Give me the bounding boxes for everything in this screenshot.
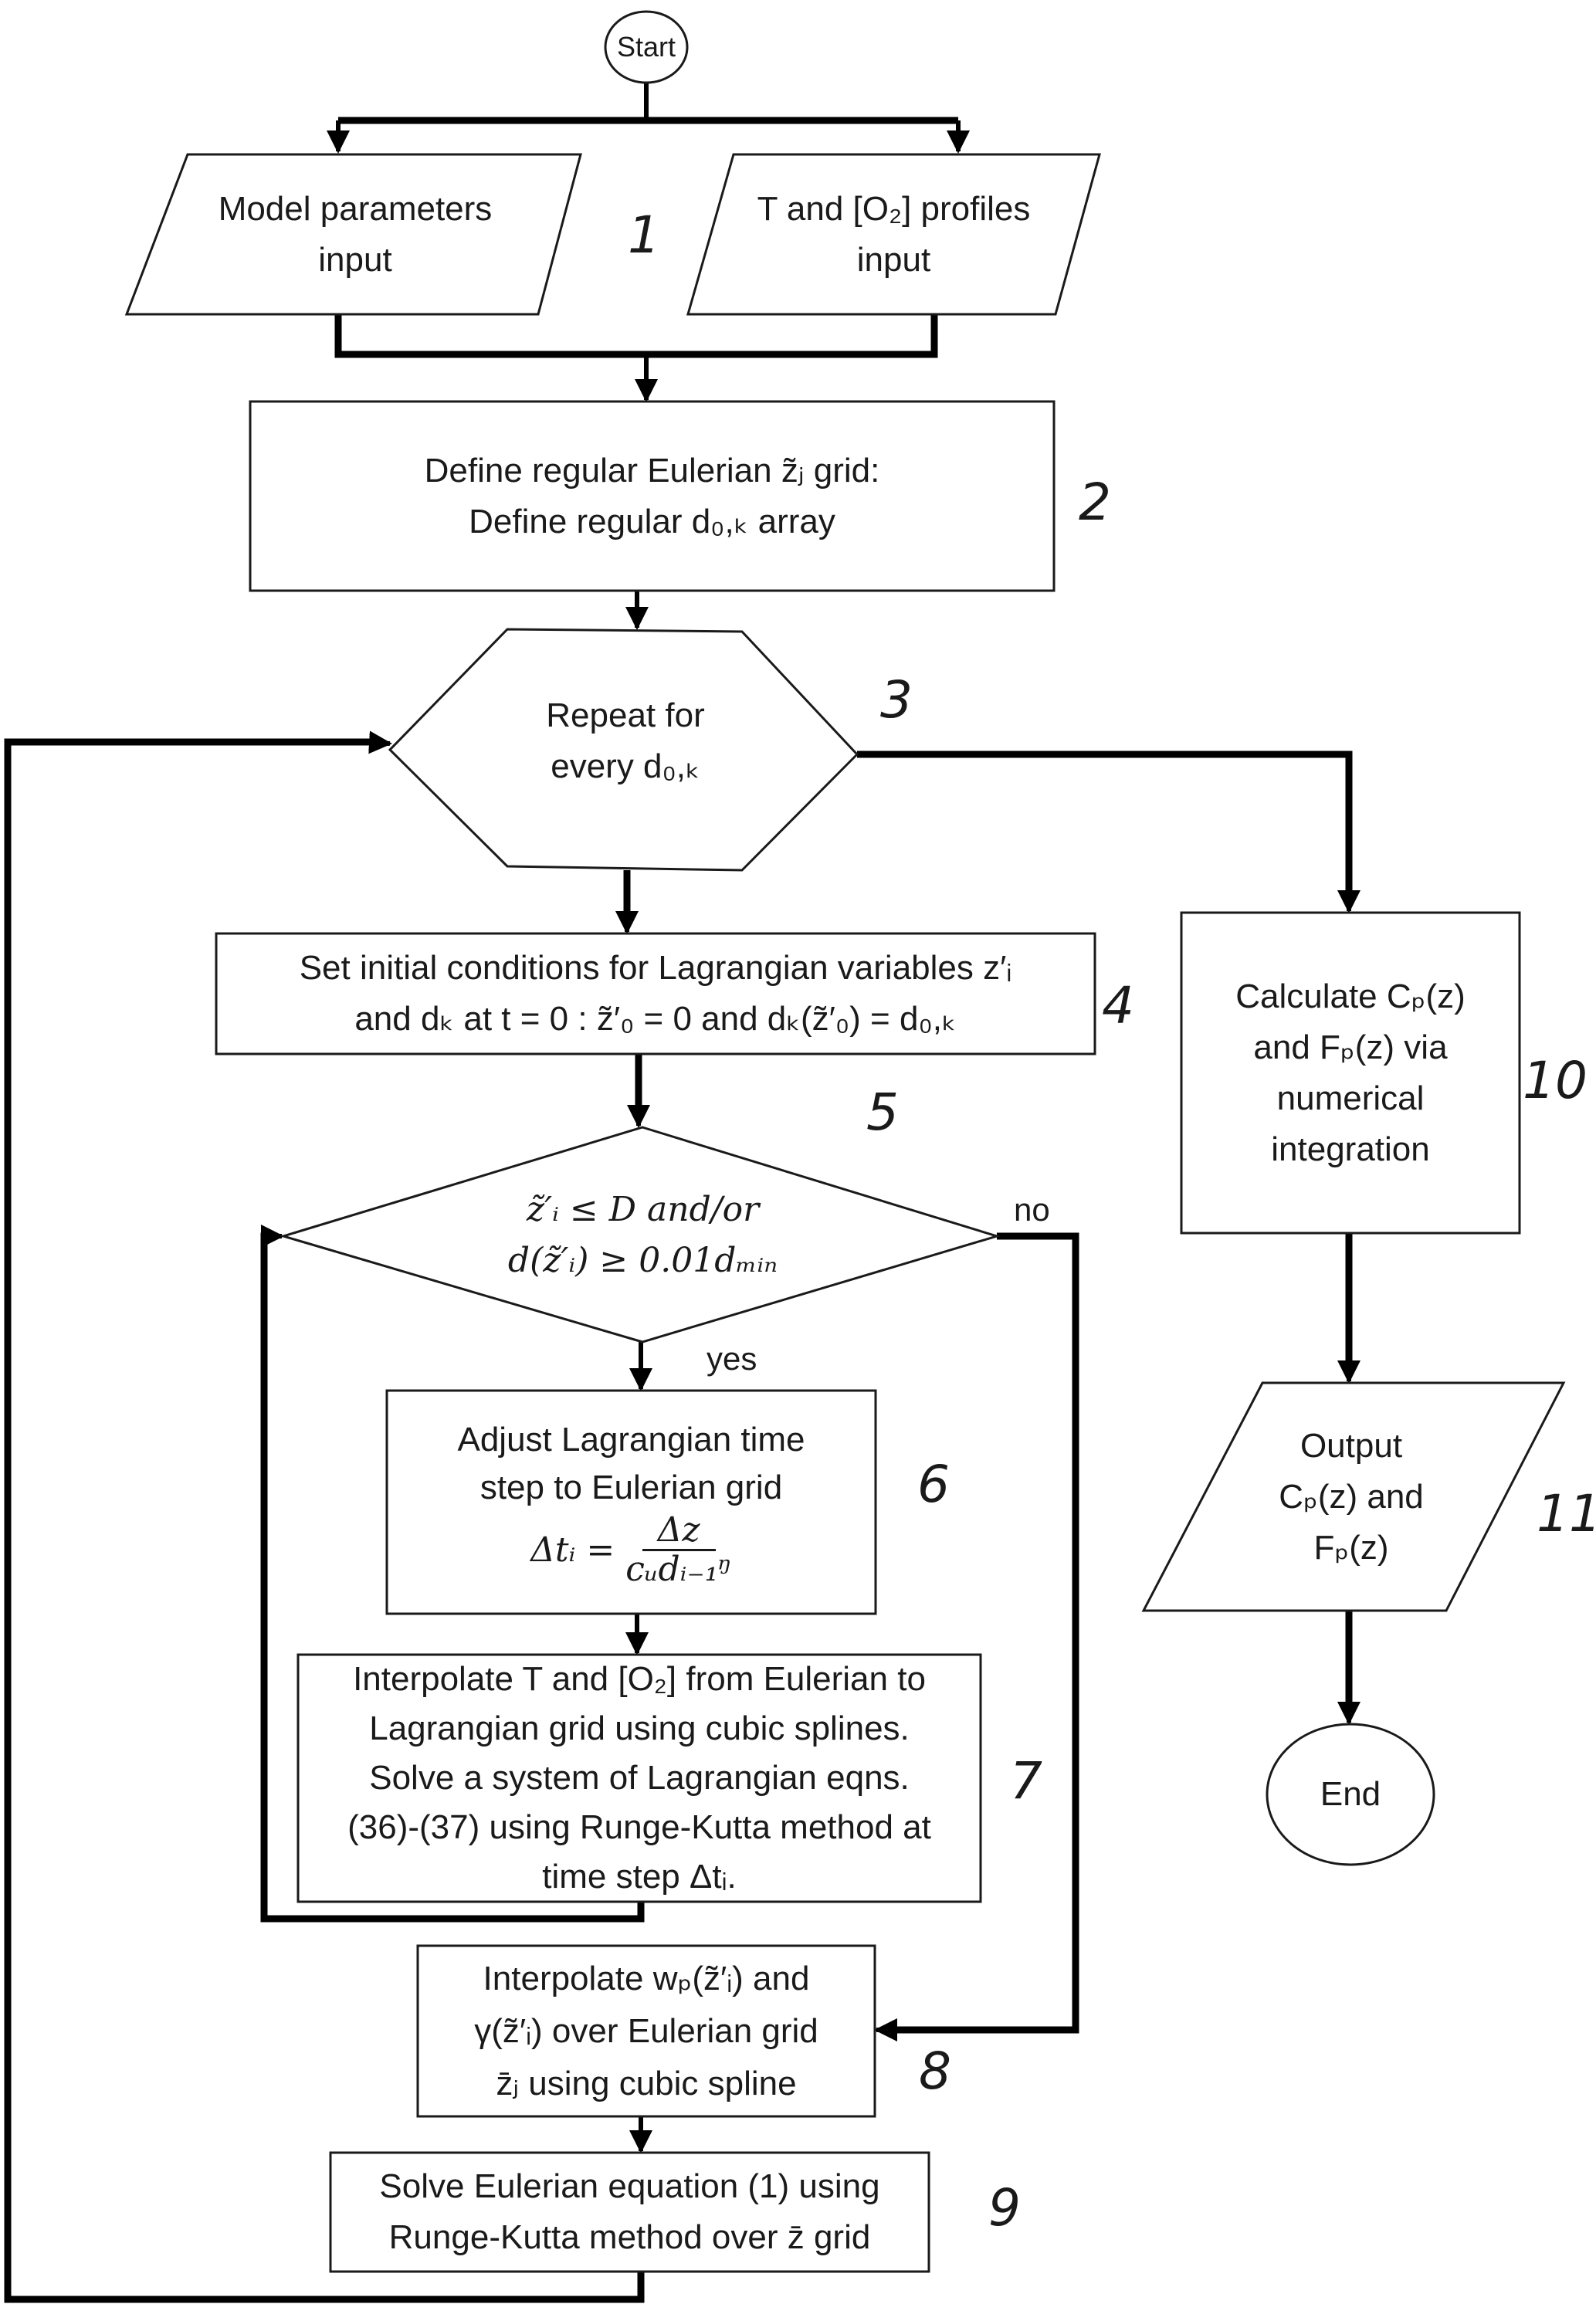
repeat-line-2: every d₀,ₖ: [551, 747, 700, 785]
formula-fraction: Δz cᵤdᵢ₋₁ᵑ: [625, 1512, 732, 1588]
connector-merge-bar: [334, 314, 938, 358]
profiles-line-1: T and [O₂] profiles: [757, 189, 1031, 228]
adjust-timestep-box: [385, 1389, 877, 1615]
step-number-10: 10: [1523, 1051, 1588, 1110]
output-parallelogram: [1141, 1381, 1566, 1612]
output-line-2: Cₚ(z) and: [1279, 1477, 1424, 1516]
step-number-1: 1: [628, 205, 660, 265]
output-line-3: Fₚ(z): [1313, 1528, 1389, 1567]
calculate-line-2: and Fₚ(z) via: [1253, 1028, 1448, 1066]
initial-conditions-line-2: and dₖ at t = 0 : z̃′₀ = 0 and dₖ(z̃′₀) …: [354, 1000, 957, 1038]
end-text: End: [1320, 1775, 1381, 1813]
define-grid-line-1: Define regular Eulerian z̃ⱼ grid:: [424, 451, 880, 490]
initial-conditions-box: [215, 932, 1096, 1055]
solve-eulerian-label: Solve Eulerian equation (1) using Runge-…: [330, 2153, 929, 2272]
connector-outer-loop: [4, 738, 645, 2303]
end-terminal: [1266, 1723, 1435, 1866]
model-params-line-1: Model parameters: [218, 189, 493, 228]
interpolate-solve-line-2: Lagrangian grid using cubic splines.: [369, 1709, 910, 1747]
profiles-line-2: input: [856, 240, 931, 279]
step-number-9: 9: [988, 2178, 1021, 2238]
interpolate-solve-label: Interpolate T and [O₂] from Eulerian to …: [298, 1655, 981, 1902]
profiles-label: T and [O₂] profiles input: [710, 154, 1077, 314]
solve-eulerian-line-1: Solve Eulerian equation (1) using: [379, 2167, 880, 2205]
model-params-parallelogram: [124, 153, 582, 316]
arrow-loop-to-repeat: [362, 730, 392, 754]
connector-no-branch: [896, 1232, 1079, 2034]
calculate-line-4: integration: [1271, 1130, 1430, 1168]
calculate-line-3: numerical: [1276, 1079, 1425, 1117]
formula-lhs: Δtᵢ =: [530, 1530, 615, 1570]
interpolate-wp-line-1: Interpolate wₚ(z̃′ᵢ) and: [483, 1959, 810, 1997]
interpolate-wp-line-2: γ(z̃′ᵢ) over Eulerian grid: [474, 2011, 818, 2050]
step-number-4: 4: [1102, 976, 1134, 1035]
step-number-3: 3: [880, 670, 913, 730]
condition-diamond: [279, 1126, 1001, 1343]
formula-numerator: Δz: [642, 1512, 716, 1551]
step-number-7: 7: [1010, 1751, 1042, 1811]
model-params-line-2: input: [318, 240, 392, 279]
end-label: End: [1267, 1724, 1434, 1865]
interpolate-wp-box: [416, 1944, 876, 2118]
define-grid-line-2: Define regular d₀,ₖ array: [469, 502, 835, 540]
calculate-label: Calculate Cₚ(z) and Fₚ(z) via numerical …: [1181, 913, 1520, 1233]
step-number-6: 6: [917, 1455, 950, 1514]
repeat-label: Repeat for every d₀,ₖ: [432, 679, 818, 803]
start-label: Start: [605, 12, 687, 83]
adjust-timestep-label: Adjust Lagrangian time step to Eulerian …: [387, 1391, 876, 1614]
model-params-label: Model parameters input: [154, 154, 556, 314]
solve-eulerian-box: [329, 2151, 930, 2273]
adjust-timestep-line-2: step to Eulerian grid: [479, 1469, 783, 1506]
interpolate-solve-line-3: Solve a system of Lagrangian eqns.: [369, 1759, 910, 1797]
condition-line-1: z̃′ᵢ ≤ D and/or: [526, 1190, 760, 1229]
start-text: Start: [616, 31, 676, 63]
interpolate-wp-label: Interpolate wₚ(z̃′ᵢ) and γ(z̃′ᵢ) over Eu…: [418, 1946, 875, 2116]
solve-eulerian-line-2: Runge-Kutta method over z̄ grid: [388, 2218, 871, 2256]
repeat-line-1: Repeat for: [546, 696, 705, 734]
repeat-hexagon: [388, 628, 859, 872]
output-label: Output Cₚ(z) and Fₚ(z): [1181, 1383, 1521, 1611]
adjust-timestep-line-1: Adjust Lagrangian time: [457, 1421, 805, 1459]
interpolate-wp-line-3: z̄ⱼ using cubic spline: [496, 2064, 797, 2102]
output-line-1: Output: [1300, 1426, 1403, 1465]
step-number-5: 5: [866, 1083, 899, 1142]
define-grid-label: Define regular Eulerian z̃ⱼ grid: Define…: [250, 402, 1054, 591]
step-number-11: 11: [1537, 1484, 1596, 1543]
define-grid-box: [249, 400, 1056, 592]
step-number-8: 8: [919, 2041, 951, 2101]
condition-label: z̃′ᵢ ≤ D and/or d(z̃′ᵢ) ≥ 0.01dₘᵢₙ: [432, 1181, 853, 1289]
step-number-2: 2: [1079, 473, 1111, 532]
calculate-line-1: Calculate Cₚ(z): [1235, 977, 1466, 1015]
interpolate-solve-line-4: (36)-(37) using Runge-Kutta method at: [347, 1808, 931, 1846]
timestep-formula: Δtᵢ = Δz cᵤdᵢ₋₁ᵑ: [530, 1512, 732, 1588]
interpolate-solve-line-1: Interpolate T and [O₂] from Eulerian to: [353, 1660, 926, 1698]
branch-label-no: no: [1014, 1191, 1050, 1228]
profiles-parallelogram: [686, 153, 1101, 316]
condition-line-2: d(z̃′ᵢ) ≥ 0.01dₘᵢₙ: [507, 1241, 778, 1280]
branch-label-yes: yes: [707, 1340, 757, 1377]
connectors: [4, 83, 1360, 2303]
interpolate-solve-box: [296, 1653, 982, 1903]
connector-repeat-right: [857, 750, 1353, 896]
interpolate-solve-line-5: time step Δtᵢ.: [542, 1858, 737, 1896]
initial-conditions-label: Set initial conditions for Lagrangian va…: [216, 933, 1095, 1054]
start-terminal: [604, 10, 689, 84]
initial-conditions-line-1: Set initial conditions for Lagrangian va…: [299, 949, 1012, 987]
formula-denominator: cᵤdᵢ₋₁ᵑ: [625, 1550, 732, 1589]
calculate-box: [1180, 911, 1521, 1235]
